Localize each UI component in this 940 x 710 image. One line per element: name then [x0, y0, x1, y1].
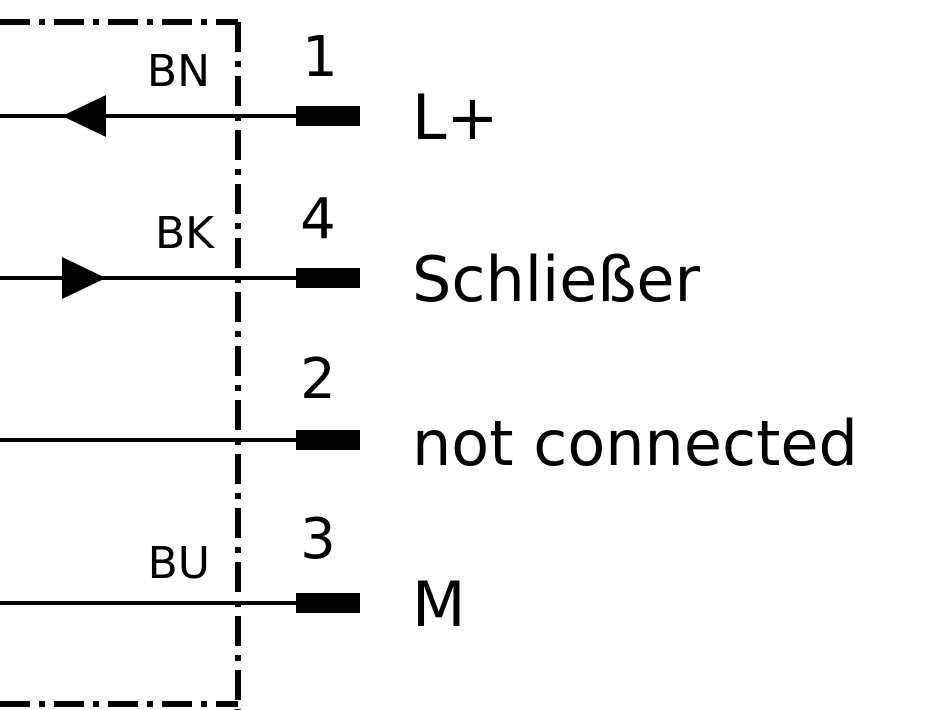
- wire-color-label: BK: [155, 208, 215, 259]
- signal-label: L+: [412, 81, 499, 154]
- signal-label: M: [412, 568, 466, 641]
- pin-number: 2: [300, 347, 336, 412]
- housing-boundary: [0, 19, 241, 710]
- pin-row-3: BU 3 M: [0, 507, 466, 641]
- pin-number: 3: [300, 507, 336, 572]
- terminal-block: [296, 593, 360, 613]
- pin-number: 1: [302, 25, 338, 90]
- signal-label: not connected: [412, 407, 858, 480]
- wire-color-label: BU: [148, 538, 210, 589]
- terminal-block: [296, 430, 360, 450]
- arrow-right-icon: [62, 257, 106, 299]
- signal-label: Schließer: [412, 243, 701, 316]
- wire-color-label: BN: [147, 46, 210, 97]
- pin-row-4: BK 4 Schließer: [0, 187, 701, 316]
- terminal-block: [296, 106, 360, 126]
- pin-row-1: BN 1 L+: [0, 25, 499, 154]
- terminal-block: [296, 268, 360, 288]
- pin-row-2: 2 not connected: [0, 347, 858, 480]
- pin-number: 4: [300, 187, 336, 252]
- arrow-left-icon: [62, 95, 106, 137]
